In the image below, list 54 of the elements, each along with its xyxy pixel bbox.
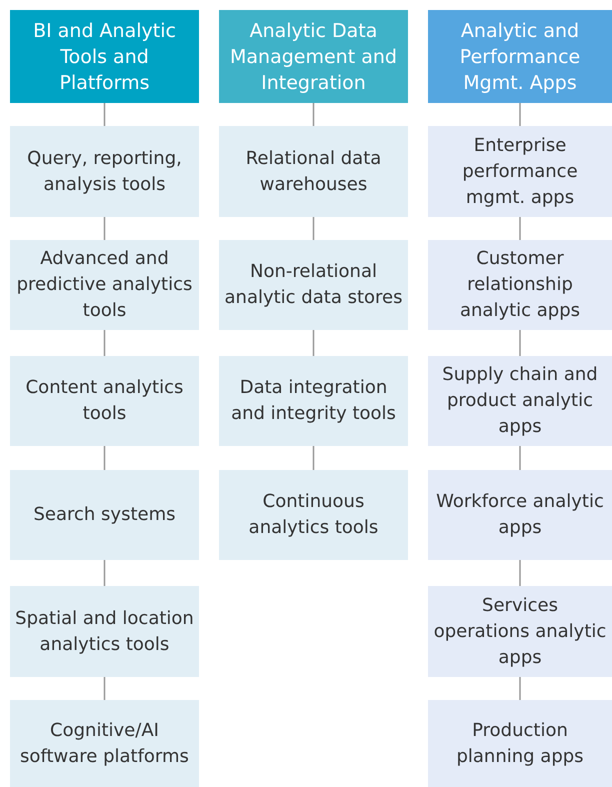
category-box (428, 700, 612, 787)
category-box (10, 240, 199, 330)
category-box (219, 126, 408, 217)
connector-line (104, 217, 106, 240)
connector-line (519, 103, 521, 126)
box-text: Advanced and predictive analytics tools (16, 247, 194, 323)
category-box (219, 470, 408, 560)
connector-line (519, 217, 521, 240)
connector-line (312, 217, 314, 240)
header-text: BI and Analytic Tools and Platforms (32, 18, 177, 96)
header-box (428, 10, 612, 103)
header-box (219, 10, 408, 103)
box-text: Relational data warehouses (244, 146, 382, 196)
category-box (10, 356, 199, 446)
box-text: Content analytics tools (24, 376, 184, 426)
connector-line (519, 330, 521, 356)
box-text: Production planning apps (455, 718, 585, 768)
connector-line (104, 446, 106, 470)
header-text: Analytic Data Management and Integration (229, 18, 398, 96)
header-box (10, 10, 199, 103)
box-text: Data integration and integrity tools (230, 376, 397, 426)
category-box (10, 470, 199, 560)
connector-line (312, 446, 314, 470)
category-box (10, 700, 199, 787)
box-text: Continuous analytics tools (248, 490, 380, 540)
box-text: Query, reporting, analysis tools (26, 146, 183, 196)
category-box (10, 126, 199, 217)
connector-line (519, 560, 521, 586)
connector-line (104, 103, 106, 126)
box-text: Services operations analytic apps (432, 594, 608, 670)
connector-line (519, 446, 521, 470)
category-box (428, 356, 612, 446)
connector-line (312, 330, 314, 356)
connector-line (312, 103, 314, 126)
connector-line (104, 677, 106, 700)
connector-line (104, 330, 106, 356)
category-box (428, 126, 612, 217)
box-text: Customer relationship analytic apps (458, 247, 582, 323)
category-box (428, 470, 612, 560)
category-box (219, 356, 408, 446)
category-box (428, 586, 612, 677)
connector-line (519, 677, 521, 700)
box-text: Non-relational analytic data stores (224, 260, 404, 310)
box-text: Search systems (33, 503, 176, 527)
box-text: Enterprise performance mgmt. apps (461, 134, 579, 210)
header-text: Analytic and Performance Mgmt. Apps (458, 18, 582, 96)
box-text: Spatial and location analytics tools (14, 606, 195, 656)
box-text: Cognitive/AI software platforms (19, 718, 190, 768)
connector-line (104, 560, 106, 586)
category-box (428, 240, 612, 330)
category-box (219, 240, 408, 330)
box-text: Workforce analytic apps (435, 490, 605, 540)
category-box (10, 586, 199, 677)
box-text: Supply chain and product analytic apps (441, 363, 599, 439)
